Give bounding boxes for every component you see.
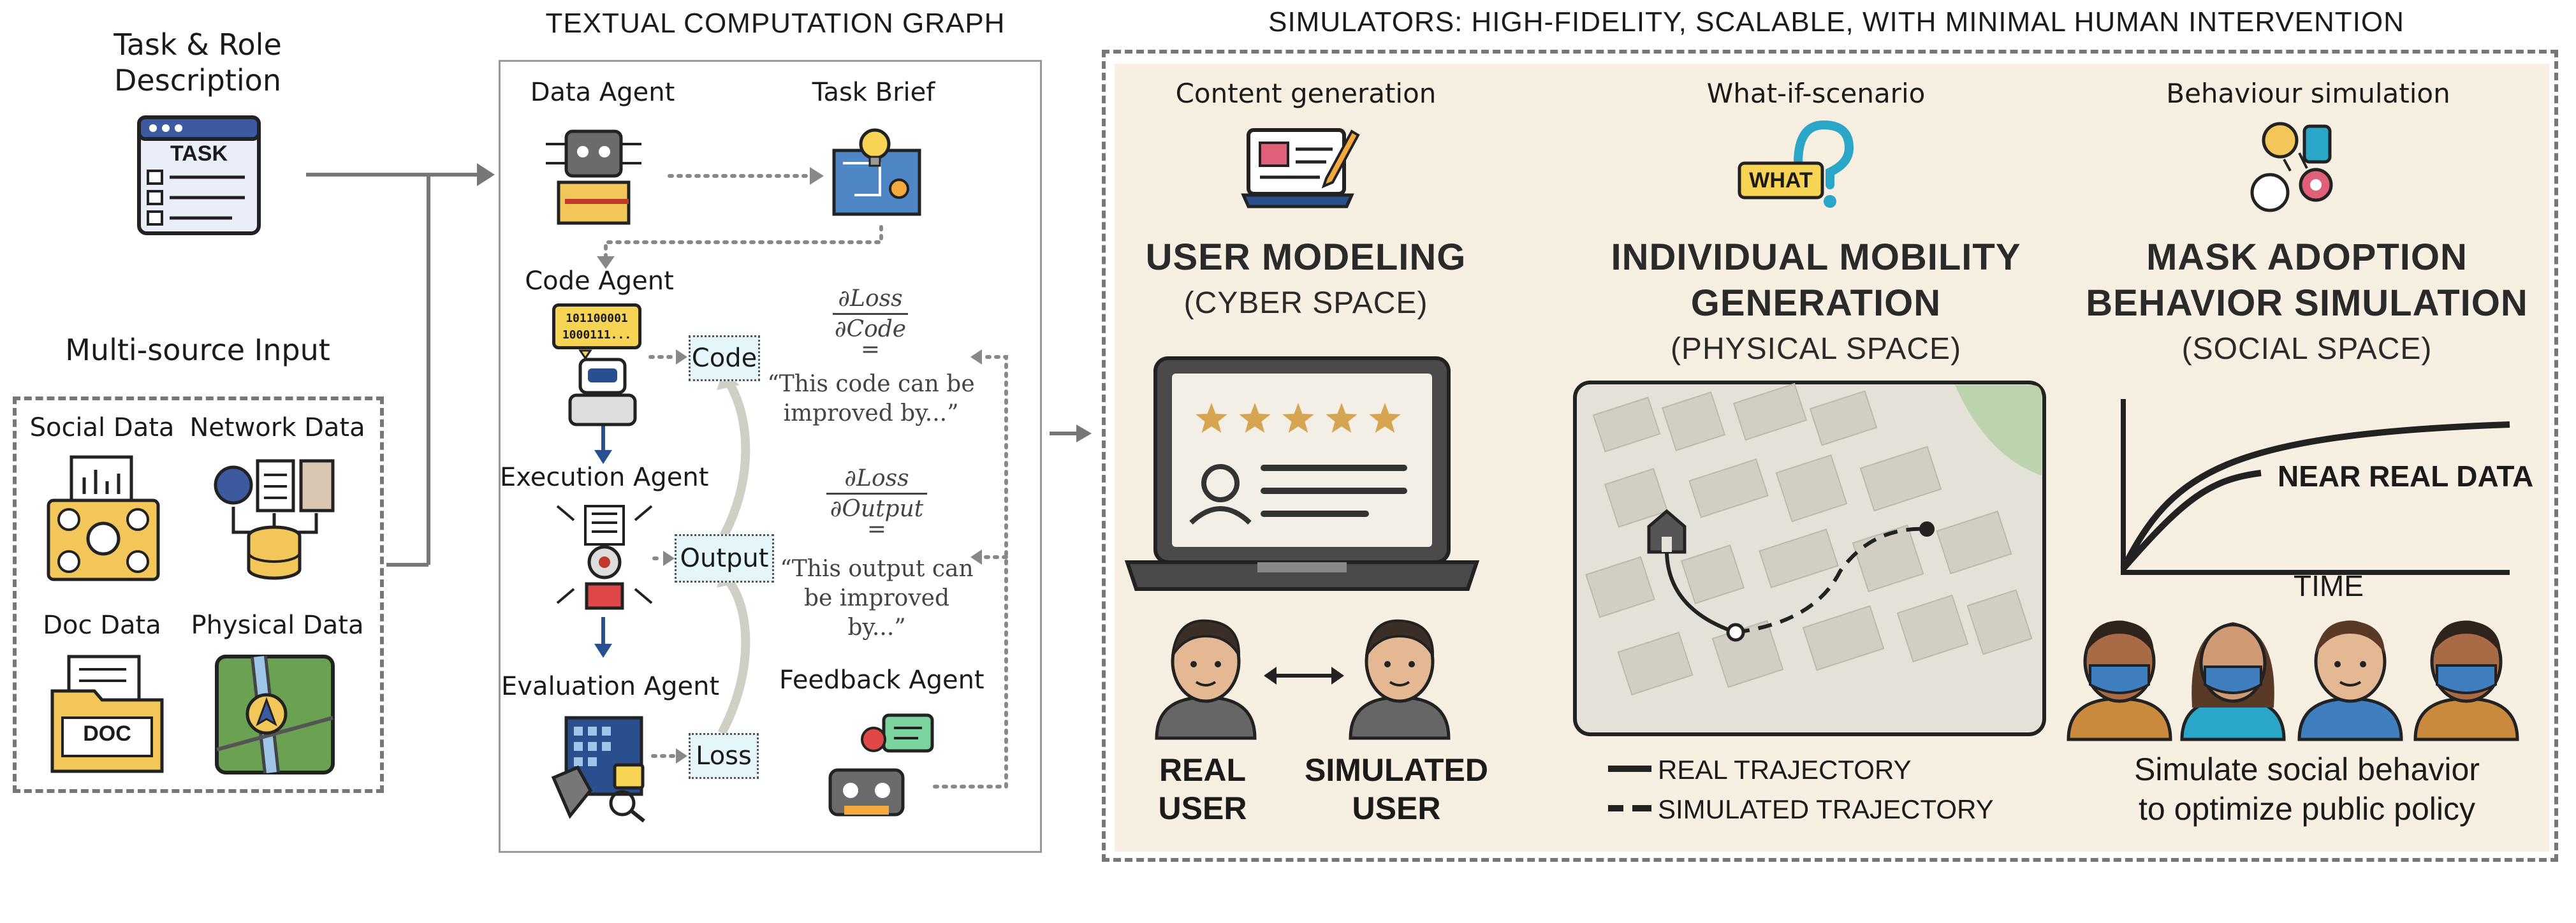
grad-output-text: “This output can be improved by...” bbox=[780, 556, 974, 641]
near-real-data-label: NEAR REAL DATA bbox=[2278, 460, 2534, 493]
network-data-icon bbox=[214, 459, 335, 580]
masked-person-2 bbox=[2180, 622, 2286, 741]
what-if-icon bbox=[1738, 120, 1854, 208]
simulators-frame bbox=[1102, 50, 2558, 862]
star-rating bbox=[1196, 403, 1401, 433]
multisource-title: Multi-source Input bbox=[65, 333, 330, 367]
content-generation-icon bbox=[1241, 128, 1360, 208]
star-icon bbox=[1196, 403, 1227, 433]
double-arrow-icon bbox=[1264, 667, 1344, 685]
task-brief-blueprint-icon bbox=[832, 128, 921, 216]
time-axis-label: TIME bbox=[2294, 569, 2364, 602]
laptop-review-illustration bbox=[1124, 356, 1480, 591]
grad-output-equals: = bbox=[867, 516, 887, 542]
real-user-avatar bbox=[1155, 619, 1257, 740]
grad-code-text: “This code can be improved by...” bbox=[767, 371, 975, 426]
execution-agent-robot-icon bbox=[556, 505, 653, 610]
grad-code-fraction-bar bbox=[833, 313, 908, 315]
panel1-header: Content generation bbox=[1175, 78, 1437, 109]
masked-person-1 bbox=[2067, 620, 2172, 741]
legend-real-trajectory-label: REAL TRAJECTORY bbox=[1658, 755, 1912, 785]
code-agent-bubble: 101100001 1000111... bbox=[552, 303, 641, 349]
behaviour-simulation-icon bbox=[2250, 122, 2333, 212]
grad-output-numerator: ∂Loss bbox=[844, 465, 909, 491]
evaluation-agent-icon bbox=[551, 716, 645, 823]
source-label-physical: Physical Data bbox=[191, 611, 364, 640]
grad-code-equals: = bbox=[860, 337, 881, 363]
legend-simulated-trajectory-line bbox=[1608, 805, 1651, 811]
code-agent-bubble-text: 101100001 1000111... bbox=[562, 312, 632, 342]
star-icon bbox=[1369, 403, 1401, 433]
panel3-subtitle: (SOCIAL SPACE) bbox=[2181, 332, 2433, 366]
grad-code-fraction: ∂Loss ∂Code = bbox=[829, 286, 912, 363]
grad-code-denominator: ∂Code bbox=[834, 316, 907, 342]
social-data-icon bbox=[47, 455, 160, 581]
panel2-header: What-if-scenario bbox=[1706, 78, 1926, 109]
execution-agent-label: Execution Agent bbox=[500, 463, 709, 492]
doc-data-icon bbox=[50, 655, 164, 773]
sim-entry-arrow bbox=[1050, 425, 1092, 442]
simulated-user-label: SIMULATED USER bbox=[1305, 752, 1488, 826]
graph-arrows bbox=[594, 167, 1008, 789]
panel3-title: MASK ADOPTION BEHAVIOR SIMULATION bbox=[2086, 236, 2528, 324]
evaluation-agent-label: Evaluation Agent bbox=[501, 672, 720, 701]
feedback-agent-robot-icon bbox=[828, 713, 934, 817]
simulated-user-avatar bbox=[1349, 619, 1451, 740]
task-icon: TASK bbox=[136, 115, 261, 236]
panel1-subtitle: (CYBER SPACE) bbox=[1183, 286, 1428, 320]
graph-title: TEXTUAL COMPUTATION GRAPH bbox=[545, 8, 1006, 39]
grad-output-fraction-bar bbox=[826, 493, 927, 495]
masked-people-group bbox=[2067, 620, 2519, 741]
task-icon-text: TASK bbox=[170, 142, 228, 166]
star-icon bbox=[1326, 403, 1358, 433]
panel2-subtitle: (PHYSICAL SPACE) bbox=[1670, 332, 1962, 366]
source-label-doc: Doc Data bbox=[43, 611, 161, 640]
multisource-box bbox=[13, 396, 384, 793]
code-agent-robot-icon bbox=[568, 349, 637, 426]
doc-icon-text: DOC bbox=[83, 722, 131, 746]
grad-output-denominator: ∂Output bbox=[830, 496, 924, 522]
source-label-social: Social Data bbox=[29, 413, 175, 442]
graph-frame bbox=[499, 60, 1042, 853]
unmasked-person-3 bbox=[2297, 620, 2403, 741]
input-connector-lines bbox=[306, 163, 495, 567]
code-variable-box: Code bbox=[689, 335, 760, 381]
code-agent-label: Code Agent bbox=[525, 266, 674, 296]
grad-output-fraction: ∂Loss ∂Output = bbox=[823, 465, 931, 542]
data-agent-label: Data Agent bbox=[530, 78, 675, 107]
panel1-title: USER MODELING bbox=[1145, 236, 1467, 278]
star-icon bbox=[1239, 403, 1271, 433]
legend-simulated-trajectory-label: SIMULATED TRAJECTORY bbox=[1658, 794, 1994, 824]
star-icon bbox=[1282, 403, 1314, 433]
panel3-caption: Simulate social behavior to optimize pub… bbox=[2134, 752, 2480, 827]
task-role-title: Task & Role Description bbox=[113, 27, 282, 98]
panel2-title: INDIVIDUAL MOBILITY GENERATION bbox=[1611, 236, 2021, 324]
simulators-title: SIMULATORS: HIGH-FIDELITY, SCALABLE, WIT… bbox=[1268, 6, 2404, 38]
what-if-icon-text: WHAT bbox=[1749, 168, 1813, 193]
mobility-trajectory-map bbox=[1573, 381, 2046, 736]
real-user-label: REAL USER bbox=[1158, 752, 1247, 826]
task-brief-label: Task Brief bbox=[812, 78, 935, 107]
feedback-agent-label: Feedback Agent bbox=[779, 665, 984, 695]
masked-person-4 bbox=[2413, 620, 2519, 741]
physical-data-map-icon bbox=[215, 655, 335, 774]
grad-code-numerator: ∂Loss bbox=[838, 286, 903, 312]
source-label-network: Network Data bbox=[189, 413, 365, 442]
loss-variable-box: Loss bbox=[689, 733, 759, 779]
output-variable-box: Output bbox=[675, 534, 774, 583]
adoption-curve-chart bbox=[2120, 399, 2510, 575]
legend-real-trajectory-line bbox=[1608, 766, 1651, 772]
data-agent-robot-icon bbox=[546, 129, 641, 225]
panel3-header: Behaviour simulation bbox=[2166, 78, 2450, 109]
